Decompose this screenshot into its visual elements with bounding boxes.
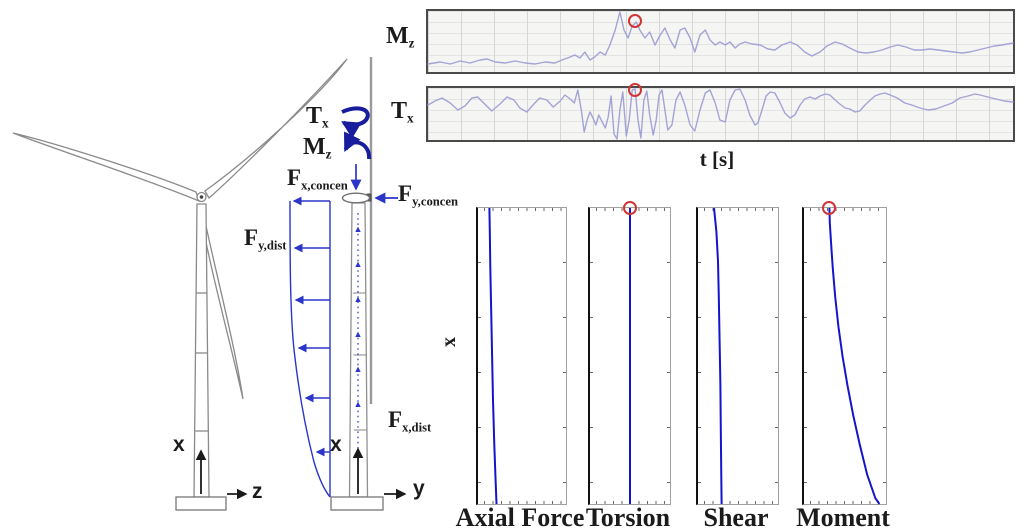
- label-fy-dist: Fy,dist: [244, 225, 287, 253]
- label-x-axis-mid: x: [330, 433, 342, 456]
- turbine-and-load-diagram: [12, 57, 407, 511]
- concentrated-forces: [350, 164, 398, 204]
- mz-timeseries-plot: [426, 9, 1015, 74]
- label-fx-concen: Fx,concen: [287, 165, 348, 193]
- moment-label: Moment: [796, 503, 890, 530]
- force-tower-base: [330, 496, 384, 511]
- axis-ticks: [804, 208, 807, 504]
- axis-ticks: [590, 208, 593, 504]
- label-fx-dist: Fx,dist: [388, 407, 432, 435]
- axis-ticks: [810, 208, 884, 211]
- axis-ticks: [667, 208, 670, 504]
- label-tx-moment: Tx: [306, 103, 329, 131]
- axis-ticks: [883, 208, 886, 504]
- axis-ticks: [478, 208, 481, 504]
- axial-force-label: Axial Force: [455, 503, 585, 530]
- tx-series-svg: [427, 88, 1014, 140]
- label-z-axis: z: [252, 480, 263, 503]
- label-x-axis-left: x: [173, 433, 185, 456]
- torsion-peak-marker: [623, 201, 637, 215]
- moment-peak-marker: [822, 201, 837, 215]
- torsion-panel: [588, 201, 671, 505]
- axis-ticks: [596, 501, 668, 504]
- tx-peak-marker: [628, 83, 643, 98]
- force-diagram-tower: [330, 57, 384, 511]
- label-mz-moment: Mz: [303, 134, 332, 162]
- axis-ticks: [484, 208, 564, 211]
- profiles-ylabel: x: [438, 337, 460, 347]
- torsion-label: Torsion: [585, 503, 671, 530]
- axial-force-panel: [476, 207, 567, 505]
- axes-mid: [352, 447, 407, 500]
- torsion-curve: [629, 208, 631, 504]
- mz-arch-arrow: [343, 131, 372, 160]
- turbine-base: [175, 496, 227, 511]
- axes-left: [195, 449, 248, 500]
- tx-rotation-arrow: [341, 106, 370, 139]
- moment-arrows: [341, 106, 372, 160]
- axis-ticks: [704, 501, 776, 504]
- label-tx-timeseries: Tx: [391, 98, 414, 126]
- axis-ticks: [704, 208, 776, 211]
- shear-label: Shear: [703, 503, 769, 530]
- shear-panel: [696, 207, 779, 505]
- shear-curve: [713, 207, 723, 505]
- axial-force-curve: [488, 207, 498, 505]
- turbine-blade-down: [198, 205, 244, 400]
- axis-ticks: [484, 501, 564, 504]
- turbine-blade-right: [204, 58, 348, 200]
- axis-ticks: [698, 208, 701, 504]
- axis-ticks: [810, 501, 884, 504]
- turbine-blade-left: [12, 132, 201, 203]
- mz-series-svg: [427, 11, 1014, 65]
- nacelle: [341, 192, 371, 204]
- moment-panel: [802, 201, 887, 505]
- distributed-load-fy: [289, 196, 331, 498]
- label-mz-timeseries: Mz: [386, 23, 415, 51]
- timeseries-xlabel: t [s]: [699, 147, 735, 171]
- wind-turbine-illustration: [12, 58, 348, 511]
- distributed-load-fx: [355, 213, 361, 492]
- tx-timeseries-plot: [426, 83, 1015, 142]
- axis-ticks: [775, 208, 778, 504]
- mz-peak-marker: [628, 14, 643, 28]
- label-fy-concen: Fy,concen: [398, 181, 459, 209]
- moment-curve: [828, 207, 881, 505]
- label-y-axis: y: [413, 477, 425, 500]
- axis-ticks: [563, 208, 566, 504]
